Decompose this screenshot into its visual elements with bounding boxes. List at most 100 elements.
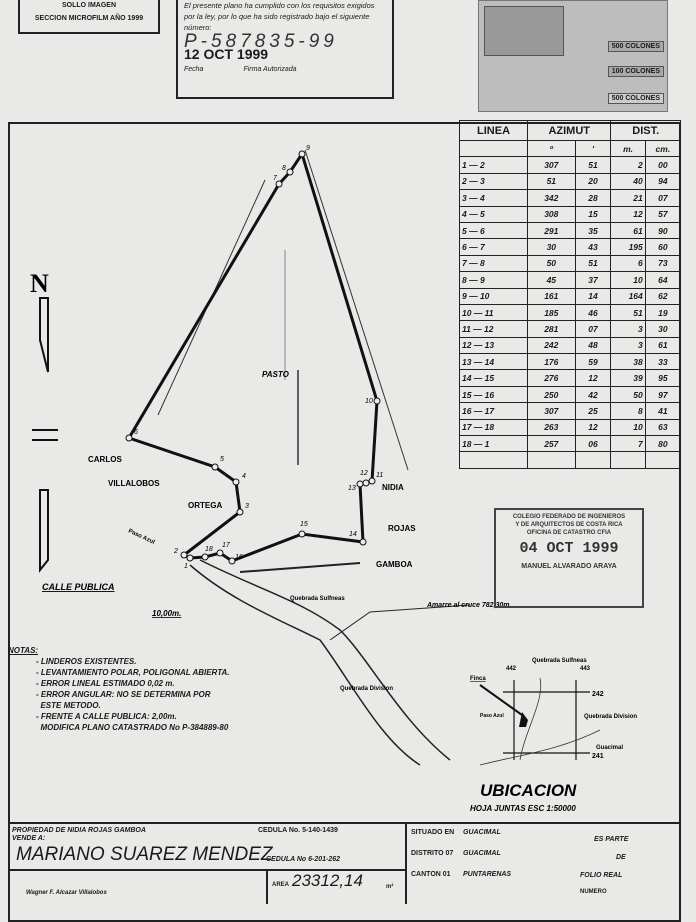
point-label: 15: [300, 521, 308, 528]
scale-label: 10,00m.: [152, 609, 181, 618]
stamp-line: SOLLO IMAGEN: [61, 2, 117, 9]
fecha-label: Fecha: [184, 66, 204, 73]
survey-point: [236, 508, 244, 516]
survey-point: [211, 463, 219, 471]
distrito-label: DISTRITO 07: [411, 850, 454, 857]
loc-paso-azul: Paso Azul: [480, 713, 504, 719]
loc-quebrada: Quebrada Sulfneas: [532, 658, 587, 664]
stamp-seal: [484, 6, 564, 56]
college-name: MANUEL ALVARADO ARAYA: [521, 563, 617, 570]
college-line: COLEGIO FEDERADO DE INGENIEROS: [512, 514, 626, 520]
point-label: 4: [242, 473, 246, 480]
loc-guacimal: Guacimal: [596, 745, 623, 751]
distrito-value: GUACIMAL: [463, 850, 501, 857]
table-cell: 40: [610, 172, 646, 191]
header-dist: DIST.: [610, 120, 681, 141]
point-label: 18: [205, 546, 213, 553]
north-label: N: [30, 269, 49, 298]
grid-242: 242: [592, 691, 604, 698]
survey-point: [186, 554, 194, 562]
owner-cedula: CEDULA No. 5-140-1439: [258, 827, 338, 834]
label-villalobos: VILLALOBOS: [108, 479, 160, 488]
survey-point: [298, 150, 306, 158]
canton-value: PUNTARENAS: [463, 871, 512, 878]
loc-finca: Finca: [470, 676, 486, 682]
notes: NOTAS: - LINDEROS EXISTENTES.- LEVANTAMI…: [8, 645, 229, 733]
label-ortega: ORTEGA: [188, 501, 222, 510]
point-label: 1: [184, 563, 188, 570]
survey-point: [216, 549, 224, 557]
college-line: OFICINA DE CATASTRO CFIA: [526, 530, 612, 536]
label-paso-azul: Paso Azul: [127, 528, 156, 546]
survey-point: [356, 480, 364, 488]
point-label: 9: [306, 145, 310, 152]
survey-point: [373, 397, 381, 405]
note-item: ESTE METODO.: [36, 701, 101, 710]
es-parte: ES PARTE: [594, 836, 629, 843]
point-label: 16: [235, 554, 243, 561]
point-label: 7: [273, 175, 278, 182]
north-arrow-icon: [32, 297, 58, 573]
survey-point: [228, 557, 236, 565]
label-amarre: Amarre al cruce 782,30m: [426, 602, 510, 609]
area-label: AREA: [272, 882, 290, 888]
registry-stamp: El presente plano ha cumplido con los re…: [176, 0, 394, 99]
point-label: 5: [220, 456, 224, 463]
numero-label: NUMERO: [580, 889, 607, 895]
table-cell: 6 — 7: [458, 238, 529, 256]
fiscal-stamp: 500 COLONES: [607, 93, 664, 104]
situado-value: GUACIMAL: [463, 829, 501, 836]
label-pasto: PASTO: [262, 370, 290, 379]
note-item: - ERROR LINEAL ESTIMADO 0,02 m.: [36, 679, 175, 688]
vende-label: VENDE A:: [12, 835, 46, 842]
loc-quebrada-division: Quebrada Division: [584, 714, 637, 720]
point-label: 13: [348, 485, 356, 492]
owner-label: PROPIEDAD DE NIDIA ROJAS GAMBOA: [12, 827, 146, 834]
registry-number: P-587835-99: [184, 31, 338, 52]
note-item: - ERROR ANGULAR: NO SE DETERMINA POR: [36, 690, 211, 699]
canton-label: CANTON 01: [411, 871, 451, 878]
stamp-line: SECCION MICROFILM AÑO 1999: [34, 15, 144, 22]
de-label: DE: [616, 854, 626, 861]
location-sheet: HOJA JUNTAS ESC 1:50000: [470, 804, 576, 813]
point-label: 3: [245, 503, 249, 510]
point-label: 6: [134, 429, 138, 436]
point-label: 14: [349, 531, 357, 538]
table-cell: 30: [644, 320, 682, 338]
label-nidia: NIDIA: [382, 483, 404, 492]
label-quebrada-division: Quebrada Division: [340, 686, 393, 692]
survey-point: [232, 478, 240, 486]
survey-point: [359, 538, 367, 546]
firma-label: Firma Autorizada: [243, 66, 297, 73]
college-stamp: COLEGIO FEDERADO DE INGENIEROS Y DE ARQU…: [494, 508, 644, 608]
buyer-cedula: CEDULA No 6-201-262: [266, 856, 341, 863]
note-item: - LEVANTAMIENTO POLAR, POLIGONAL ABIERTA…: [36, 668, 230, 677]
area-value: 23312,14: [292, 871, 363, 890]
table-cell: 63: [644, 418, 682, 437]
survey-point: [275, 180, 283, 188]
situado-label: SITUADO EN: [411, 829, 455, 836]
table-cell: 3: [610, 336, 646, 355]
point-label: 11: [376, 472, 383, 479]
point-label: 8: [282, 165, 286, 172]
survey-point: [286, 168, 294, 176]
notes-title: NOTAS:: [8, 646, 39, 655]
label-gamboa: GAMBOA: [376, 560, 413, 569]
fiscal-stamp: 100 COLONES: [607, 66, 664, 77]
area-unit: m²: [386, 884, 394, 890]
survey-point: [368, 477, 376, 485]
survey-point: [125, 434, 133, 442]
point-label: 10: [365, 398, 373, 405]
fiscal-stamp: 500 COLONES: [607, 41, 664, 52]
